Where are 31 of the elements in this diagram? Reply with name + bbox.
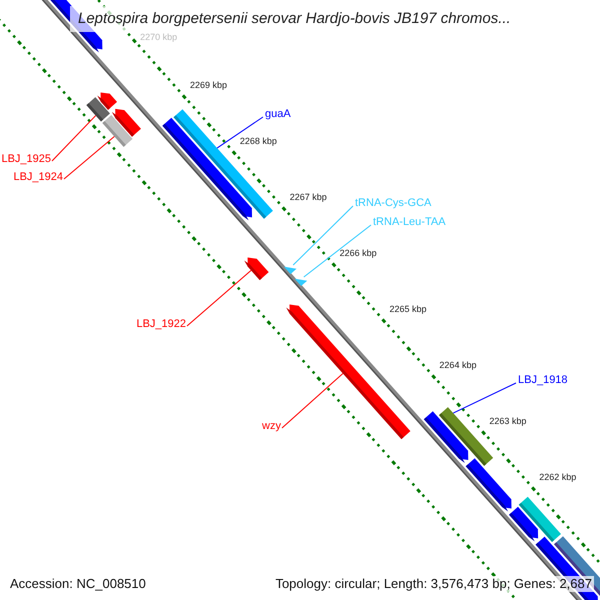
leader-line [452,382,516,414]
gene-bar [244,257,269,280]
gene-label: LBJ_1918 [518,374,568,387]
gene-bar [102,115,133,147]
scale-label: 2267 kbp [290,192,327,203]
leader-line [303,224,372,278]
scale-label: 2265 kbp [390,304,427,315]
gene-label: LBJ_1922 [136,318,186,331]
gene-label: tRNA-Cys-GCA [355,197,432,210]
trna-marker [294,278,308,286]
gene-label: guaA [265,108,291,121]
scale-label: 2266 kbp [340,248,377,259]
leader-line [64,136,115,180]
gene-label: LBJ_1925 [1,153,51,166]
genome-info-text: Topology: circular; Length: 3,576,473 bp; Genes: 2,687 [273,576,594,592]
gene-label: wzy [262,420,281,433]
scale-label: 2270 kbp [140,32,178,43]
accession-text: Accession: NC_008510 [8,576,148,592]
trna-marker [284,266,297,274]
scale-label: 2263 kbp [489,416,526,427]
leader-line [282,372,344,428]
leader-line [186,270,252,326]
leader-line [292,206,354,266]
scale-label: 2264 kbp [439,360,476,371]
gene-bar [286,304,410,440]
scale-label: 2268 kbp [240,136,277,147]
gene-bar [86,97,110,122]
gene-label: tRNA-Leu-TAA [373,216,446,229]
gene-label: LBJ_1924 [13,171,63,184]
scale-label: 2262 kbp [539,472,576,483]
scale-label: 2269 kbp [190,80,227,91]
